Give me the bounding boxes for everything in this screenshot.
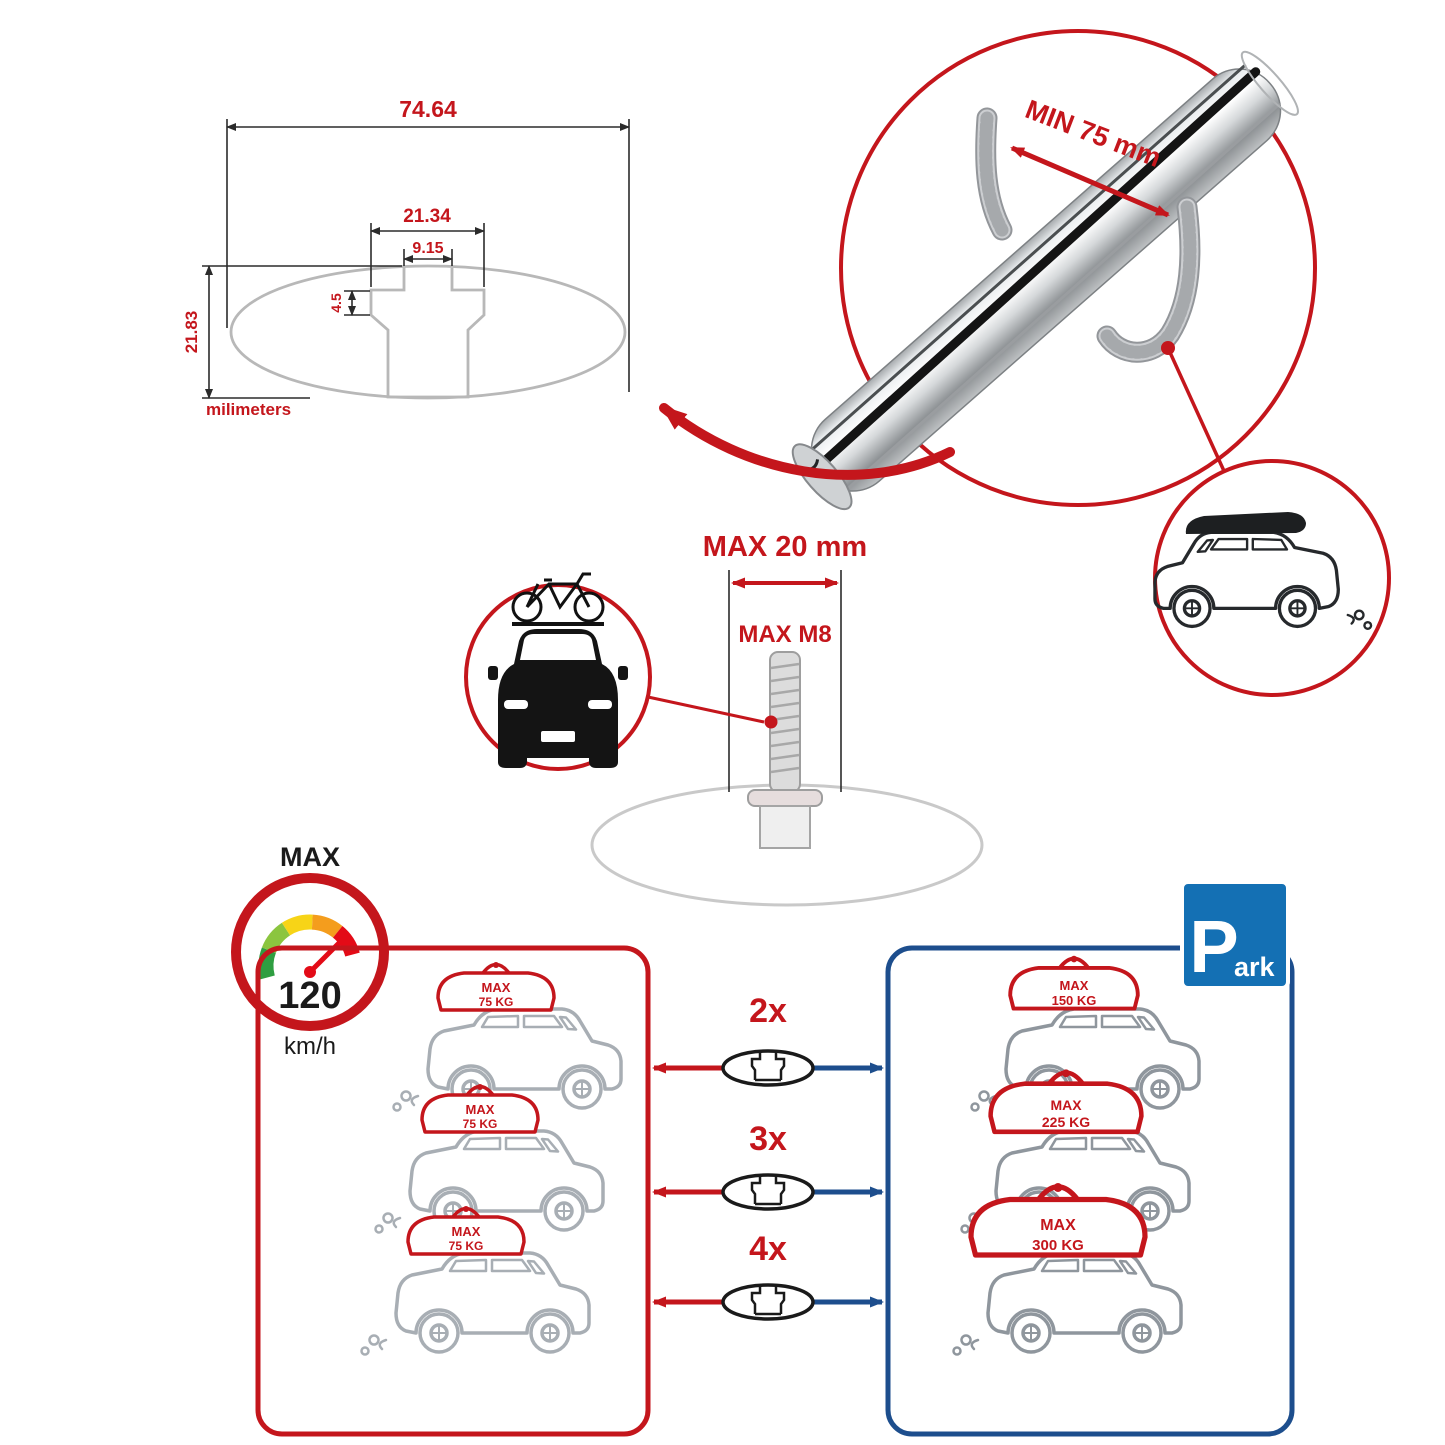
suv-icon	[951, 1251, 1183, 1357]
closeup-circle	[839, 29, 1317, 507]
suv-roofbox-circle	[1153, 459, 1391, 697]
units-label: milimeters	[206, 400, 291, 419]
car-bike-circle	[464, 572, 765, 771]
bike-icon	[511, 572, 605, 623]
crossbar-profile-ellipse	[229, 264, 627, 400]
multiplier-row-1: 2x	[652, 992, 884, 1087]
gauge-unit: km/h	[284, 1033, 336, 1060]
callout-line	[647, 695, 765, 724]
bag-kg-label: 225 KG	[1042, 1114, 1090, 1130]
clamp-hook-rear-icon	[975, 107, 1013, 241]
bag-kg-label: 75 KG	[449, 1239, 484, 1253]
bar-closeup: MIN 75 mm	[791, 29, 1317, 511]
suv-icon	[359, 1251, 591, 1357]
park-sign-p: P	[1189, 905, 1238, 988]
callout-dot	[764, 715, 778, 729]
dim-depth-step: 4.5	[328, 293, 344, 313]
clamp-hook-front-icon	[1096, 196, 1201, 363]
bag-max-label: MAX	[1050, 1097, 1082, 1113]
blue-panel-frame	[885, 945, 1295, 1437]
multiplier-label: 2x	[749, 992, 787, 1030]
gauge-pivot	[304, 966, 316, 978]
gauge-title: MAX	[280, 842, 340, 872]
crossbar-section-icon	[721, 1173, 815, 1211]
gauge-ring	[231, 873, 389, 1031]
bolt-diagram: MAX 20 mm MAX M8	[590, 531, 984, 907]
bag-max-label: MAX	[466, 1102, 495, 1117]
pointer-arrow	[659, 403, 955, 480]
bag-max-label: MAX	[1060, 978, 1089, 993]
dim-height-total: 21.83	[182, 311, 201, 354]
min-grip-arrow	[1010, 145, 1170, 218]
roof-box-icon	[1185, 512, 1306, 534]
multiplier-label: 4x	[749, 1230, 787, 1268]
crossbar-profile-channel	[369, 267, 486, 399]
max-length-label: MAX 20 mm	[703, 531, 867, 563]
red-panel-frame	[255, 945, 651, 1437]
gauge-needle	[307, 933, 349, 975]
park-sign-board	[1180, 880, 1290, 990]
bag-kg-label: 75 KG	[479, 995, 514, 1009]
bag-kg-label: 300 KG	[1032, 1237, 1084, 1254]
bag-kg-label: 150 KG	[1052, 993, 1097, 1008]
park-sign: P ark	[1180, 880, 1290, 990]
max-thread-label: MAX M8	[738, 621, 831, 648]
bag-max-label: MAX	[1040, 1217, 1076, 1234]
red-capacity-panel: MAX 75 KG MAX 75 KG MAX 75 KG	[255, 945, 651, 1437]
gauge-value: 120	[278, 975, 341, 1017]
callout-line	[1166, 347, 1226, 472]
bag-max-label: MAX	[452, 1224, 481, 1239]
crossbar-section-icon	[721, 1283, 815, 1321]
speed-gauge: MAX 120 km/h	[231, 842, 389, 1060]
cross-section-diagram: 74.64 21.34 9.15 4.5 21.83 milimeters	[182, 96, 630, 419]
park-sign-ark: ark	[1234, 952, 1276, 982]
dim-width-inner: 9.15	[412, 240, 443, 257]
multiplier-row-3: 4x	[652, 1230, 884, 1321]
dim-width-total: 74.64	[399, 96, 457, 122]
crossbar-section-icon	[721, 1049, 815, 1087]
car-front-icon	[488, 629, 628, 768]
suv-circle	[1153, 459, 1391, 697]
blue-capacity-panel: MAX 150 KG MAX 225 KG MAX 300 KG	[885, 945, 1295, 1437]
bag-kg-label: 75 KG	[463, 1117, 498, 1131]
dim-width-outer: 21.34	[403, 206, 451, 227]
bag-max-label: MAX	[482, 980, 511, 995]
bolt-icon	[747, 651, 823, 849]
multiplier-row-2: 3x	[652, 1120, 884, 1211]
multiplier-label: 3x	[749, 1120, 787, 1158]
